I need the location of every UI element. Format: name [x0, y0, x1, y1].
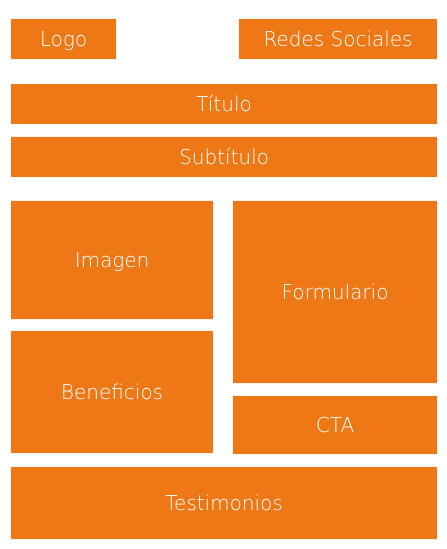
title-block: Título — [11, 84, 437, 124]
image-block: Imagen — [11, 201, 213, 319]
form-block: Formulario — [233, 201, 437, 383]
logo-block: Logo — [11, 19, 116, 59]
testimonials-block: Testimonios — [11, 467, 437, 539]
social-networks-block: Redes Sociales — [239, 19, 437, 59]
benefits-block: Beneficios — [11, 331, 213, 453]
cta-block: CTA — [233, 396, 437, 454]
subtitle-block: Subtítulo — [11, 137, 437, 177]
